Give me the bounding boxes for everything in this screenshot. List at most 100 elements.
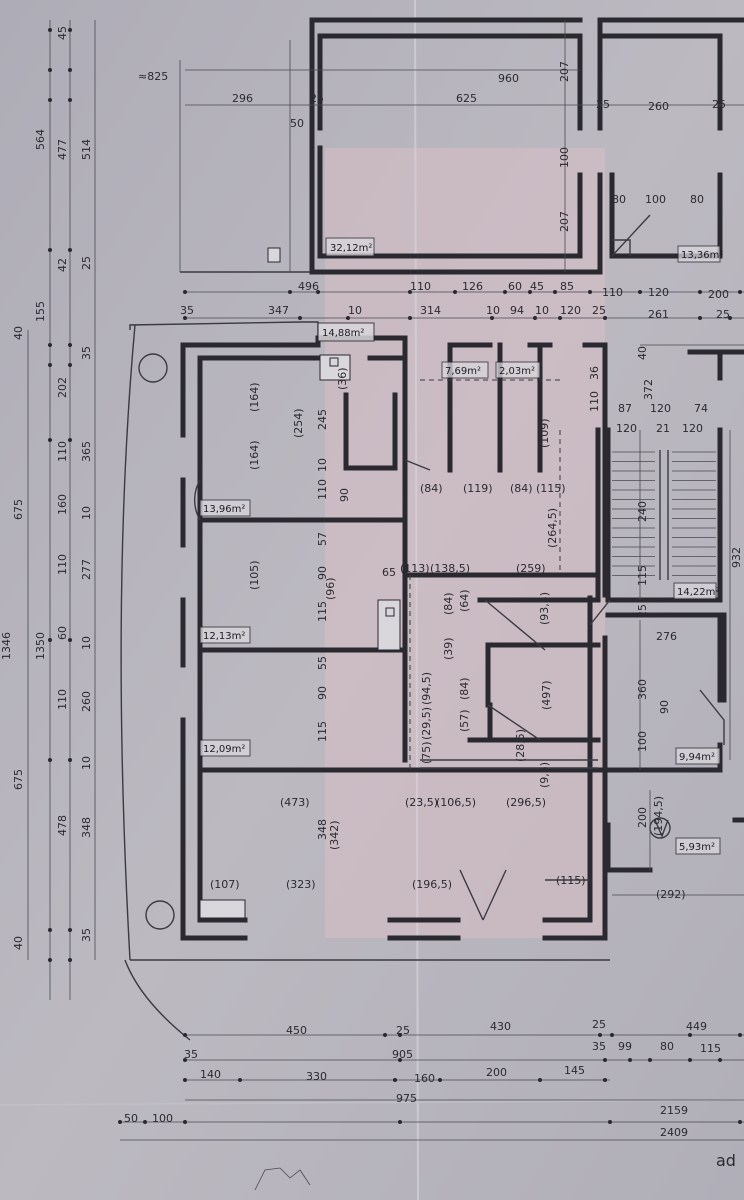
dim-left-18: 10 xyxy=(80,636,93,650)
dimension-tick xyxy=(68,248,72,252)
dimension-tick xyxy=(183,1058,187,1062)
dim-bottom-9: 80 xyxy=(660,1040,674,1053)
dimension-tick xyxy=(608,1120,612,1124)
dim-left-28: 1346 xyxy=(0,632,13,660)
area-label-a10: 9,94m² xyxy=(679,752,715,763)
dimension-tick xyxy=(553,290,557,294)
dim-right-9: 240 xyxy=(636,501,649,522)
dim-right-12: 276 xyxy=(656,630,677,643)
dimension-tick xyxy=(48,68,52,72)
dimension-tick xyxy=(533,316,537,320)
dim-left-17: 60 xyxy=(56,626,69,640)
room-area-labels: 32,12m² 13,36m² 14,88m² 7,69m² 2,03m² 13… xyxy=(199,237,723,855)
dimension-tick xyxy=(648,1058,652,1062)
dim-left-24: 348 xyxy=(80,817,93,838)
dim-room-10: (119) xyxy=(463,482,493,495)
dim-room-31: (29,5) xyxy=(420,707,433,740)
dim-top-8: 25 xyxy=(596,98,610,111)
dim-right-5: 120 xyxy=(616,422,637,435)
dimension-tick xyxy=(68,98,72,102)
dim-row1-3: 60 xyxy=(508,280,522,293)
dim-top-14: 25 xyxy=(712,98,726,111)
top-dimension-texts: ≈825 296 960 625 207 260 50 25 25 100 20… xyxy=(138,61,726,232)
dim-bottom-7: 35 xyxy=(592,1040,606,1053)
dimension-tick xyxy=(48,758,52,762)
dimension-tick xyxy=(143,1120,147,1124)
dimension-tick xyxy=(68,438,72,442)
dim-room-0: (164) xyxy=(248,382,261,412)
dim-row2-10: 25 xyxy=(716,308,730,321)
dim-room-28: (84) xyxy=(442,592,455,615)
dimension-tick xyxy=(538,1078,542,1082)
paper-fold-line xyxy=(414,0,419,1200)
dimension-tick xyxy=(183,1078,187,1082)
dimension-tick xyxy=(698,290,702,294)
dim-bottom-16: 975 xyxy=(396,1092,417,1105)
dimension-tick xyxy=(183,290,187,294)
dim-top-10: 207 xyxy=(558,211,571,232)
dim-bottom-21: ad xyxy=(716,1151,736,1170)
dim-room-20: (259) xyxy=(516,562,546,575)
dim-right-8: 372 xyxy=(642,379,655,400)
dimension-tick xyxy=(718,1058,722,1062)
dimension-tick xyxy=(346,316,350,320)
dimension-tick xyxy=(48,438,52,442)
dim-bottom-10: 115 xyxy=(700,1042,721,1055)
dim-row2-2: 10 xyxy=(348,304,362,317)
dim-top-4: 207 xyxy=(558,61,571,82)
dimension-tick xyxy=(628,1058,632,1062)
dimension-tick xyxy=(68,28,72,32)
dim-room-42: (323) xyxy=(286,878,316,891)
dim-room-22: (93,5) xyxy=(538,592,551,625)
dim-row2-0: 35 xyxy=(180,304,194,317)
left-dimension-texts: 45 564 477 514 42 25 155 40 35 202 110 3… xyxy=(0,26,93,950)
dimension-tick xyxy=(408,290,412,294)
dimension-tick xyxy=(118,1120,122,1124)
dim-left-26: 40 xyxy=(12,936,25,950)
dim-room-40: 348 xyxy=(316,819,329,840)
dim-top-2: 960 xyxy=(498,72,519,85)
dimension-tick xyxy=(48,958,52,962)
dim-row2-4: 10 xyxy=(486,304,500,317)
dim-bottom-4: 449 xyxy=(686,1020,707,1033)
dim-room-12: (115) xyxy=(536,482,566,495)
dim-left-15: 277 xyxy=(80,559,93,580)
dim-top-13: 80 xyxy=(690,193,704,206)
dim-right-18: (292) xyxy=(656,888,686,901)
area-label-a1: 32,12m² xyxy=(330,243,372,254)
dim-left-22: 675 xyxy=(12,499,25,520)
dimension-tick xyxy=(438,1078,442,1082)
dim-room-17: 115 xyxy=(316,721,329,742)
dimension-tick xyxy=(48,363,52,367)
dimension-tick xyxy=(688,1033,692,1037)
dim-row1-4: 45 xyxy=(530,280,544,293)
dimension-tick xyxy=(393,1078,397,1082)
bottom-dimension-texts: 450 25 430 25 449 35 905 35 99 80 115 14… xyxy=(124,1018,736,1170)
dim-row1-6: 110 xyxy=(602,286,623,299)
dim-left-20: 260 xyxy=(80,691,93,712)
dim-right-7: 120 xyxy=(682,422,703,435)
dim-room-35: (106,5) xyxy=(436,796,476,809)
dim-left-16: 1350 xyxy=(34,632,47,660)
dimension-tick xyxy=(408,316,412,320)
dim-room-6: 90 xyxy=(338,488,351,502)
dim-left-4: 42 xyxy=(56,258,69,272)
dimension-tick xyxy=(48,343,52,347)
dim-left-12: 160 xyxy=(56,494,69,515)
dim-room-18: 65 xyxy=(382,566,396,579)
dim-left-14: 110 xyxy=(56,554,69,575)
dim-right-1: 110 xyxy=(588,391,601,412)
dimension-tick xyxy=(638,290,642,294)
dimension-tick xyxy=(728,316,732,320)
dimension-tick xyxy=(48,638,52,642)
dim-bottom-0: 450 xyxy=(286,1024,307,1037)
dim-room-14: 57 xyxy=(316,532,329,546)
dimension-tick xyxy=(68,958,72,962)
dim-right-13: 360 xyxy=(636,679,649,700)
row1-dimension-texts: 496 110 126 60 45 85 110 120 200 xyxy=(298,280,729,301)
dim-left-27: 675 xyxy=(12,769,25,790)
dim-bottom-6: 905 xyxy=(392,1048,413,1061)
dim-row1-5: 85 xyxy=(560,280,574,293)
dimension-tick xyxy=(698,316,702,320)
dim-top-1: 296 xyxy=(232,92,253,105)
